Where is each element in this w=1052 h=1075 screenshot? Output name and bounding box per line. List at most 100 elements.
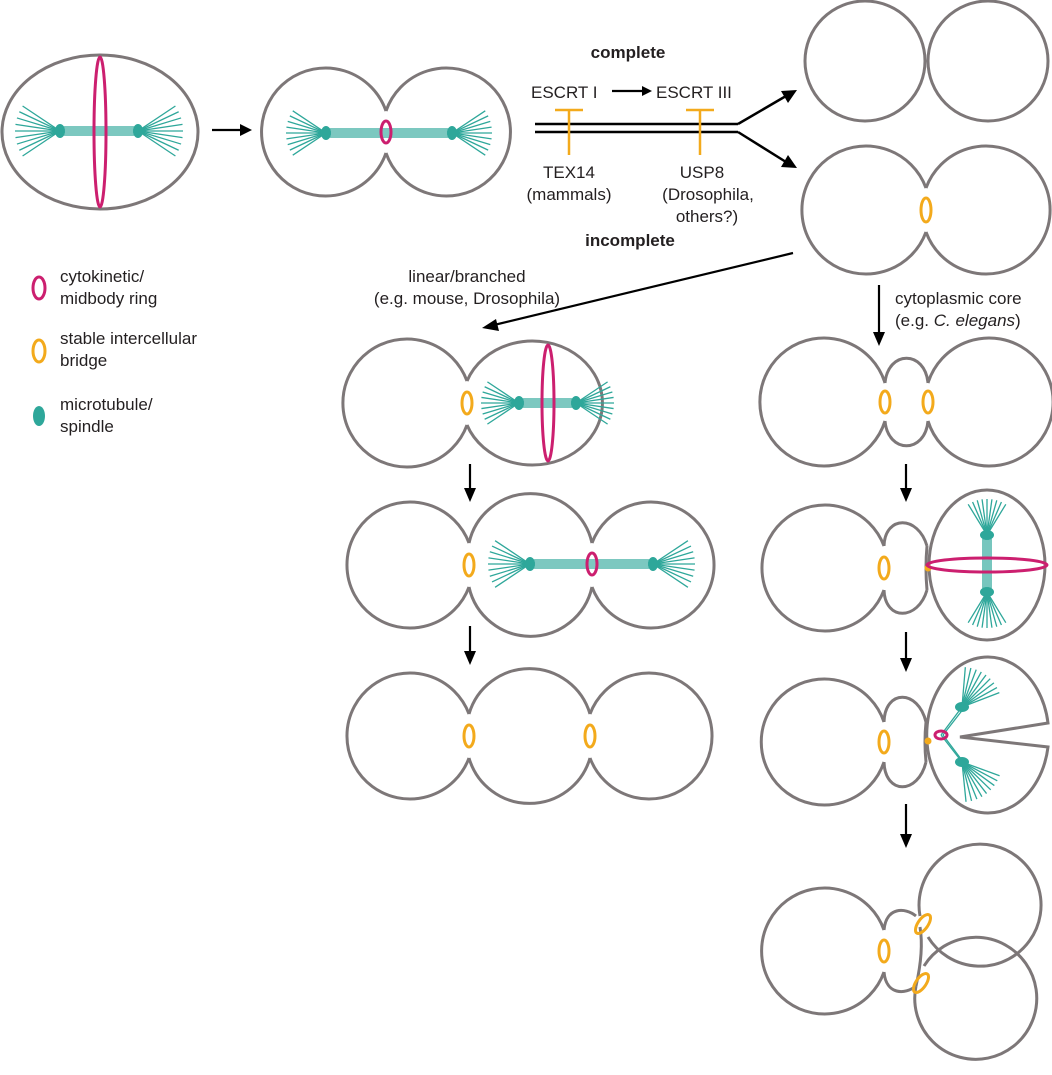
- spindle-pole-icon: [33, 406, 45, 426]
- cell-outline: [467, 667, 592, 715]
- microtubule: [961, 692, 1000, 708]
- arrow-down: [900, 464, 912, 502]
- midbody-ring: [933, 729, 949, 741]
- microtubule: [15, 130, 61, 139]
- cell-outline: [917, 842, 1043, 968]
- microtubule: [652, 540, 689, 565]
- microtubule: [986, 591, 998, 627]
- label-escrt-1: ESCRT I: [531, 83, 597, 102]
- spindle-pole: [980, 530, 994, 540]
- microtubule: [575, 386, 611, 404]
- label-linear-branched: linear/branched: [408, 267, 525, 286]
- legend-label: spindle: [60, 417, 114, 436]
- microtubule: [16, 130, 61, 145]
- microtubule: [986, 503, 1007, 536]
- microtubule: [961, 669, 977, 708]
- microtubule: [986, 501, 1003, 536]
- microtubule: [137, 123, 183, 132]
- inhibitor-usp8: [686, 108, 714, 155]
- cell-outline: [758, 336, 887, 468]
- microtubule: [481, 396, 520, 404]
- arrow-to-linear: [482, 251, 794, 331]
- intercellular-bridge: [460, 390, 474, 416]
- spindle-pole: [321, 126, 331, 140]
- spindle-pole: [648, 557, 658, 571]
- microtubule: [289, 115, 327, 134]
- midbody-ring: [585, 551, 599, 577]
- microtubule: [967, 503, 988, 536]
- microtubule: [652, 563, 689, 588]
- microtubule: [575, 381, 608, 404]
- intercellular-bridge: [877, 938, 891, 964]
- microtubule: [976, 500, 988, 536]
- microtubule: [292, 110, 327, 134]
- legend-label: stable intercellular: [60, 329, 197, 348]
- microtubule: [652, 557, 695, 565]
- intercellular-bridge: [919, 196, 933, 224]
- microtubule: [137, 111, 179, 132]
- intercellular-bridge: [462, 723, 476, 749]
- microtubule: [494, 563, 531, 588]
- microtubule: [961, 761, 1000, 777]
- core-stage-2: [760, 488, 1049, 642]
- microtubule: [961, 674, 987, 708]
- microtubule: [961, 761, 967, 802]
- microtubule: [451, 132, 492, 140]
- microtubule: [967, 591, 988, 624]
- microtubule: [575, 402, 611, 420]
- cell-outline: [926, 336, 1052, 468]
- microtubule: [961, 761, 973, 801]
- core-outline: [882, 589, 929, 615]
- stage-midbody: [260, 66, 512, 198]
- microtubule: [16, 117, 61, 132]
- microtubule: [494, 540, 531, 565]
- microtubule: [981, 499, 988, 536]
- microtubule: [491, 563, 531, 583]
- arrow-down: [464, 626, 476, 665]
- label-tex14-mammals: (mammals): [527, 185, 612, 204]
- microtubule: [482, 391, 520, 404]
- microtubule: [491, 545, 531, 565]
- microtubule: [22, 130, 61, 157]
- legend-label: microtubule/: [60, 395, 153, 414]
- spindle: [481, 381, 614, 425]
- microtubule: [961, 682, 995, 708]
- arrow-down: [464, 464, 476, 502]
- microtubule: [971, 501, 988, 536]
- microtubule: [488, 557, 531, 565]
- cytokinetic-ring: [92, 55, 108, 209]
- microtubule: [286, 126, 327, 134]
- microtubule: [961, 678, 991, 708]
- cell-outline: [913, 935, 1039, 1061]
- core-outline: [882, 695, 928, 723]
- microtubule: [961, 761, 992, 791]
- microtubule: [489, 551, 531, 565]
- microtubule: [487, 402, 520, 425]
- arrow-down: [900, 804, 912, 848]
- microtubule: [961, 761, 988, 794]
- microtubule: [986, 591, 993, 628]
- microtubule: [942, 707, 965, 736]
- microtubule: [286, 132, 327, 140]
- microtubule: [652, 551, 694, 565]
- cell-outline: [345, 671, 471, 801]
- microtubule: [484, 402, 520, 420]
- spindle-pole: [980, 587, 994, 597]
- microtubule: [652, 545, 692, 565]
- spindle-diagonal: [940, 667, 1000, 802]
- intercellular-bridge: [913, 913, 933, 935]
- microtubule: [575, 402, 608, 425]
- legend-label: midbody ring: [60, 289, 157, 308]
- spindle: [286, 110, 492, 156]
- microtubule: [451, 132, 489, 151]
- cell-outline: [926, 0, 1050, 123]
- cell-outline: [803, 0, 927, 123]
- microtubule: [575, 402, 613, 415]
- microtubule: [451, 132, 486, 156]
- cell-outline: [0, 53, 200, 211]
- cell-outline: [800, 144, 928, 276]
- microtubule: [575, 396, 614, 404]
- label-usp8-drosophila: (Drosophila,: [662, 185, 754, 204]
- core-outline: [882, 908, 917, 931]
- microtubule: [976, 591, 988, 627]
